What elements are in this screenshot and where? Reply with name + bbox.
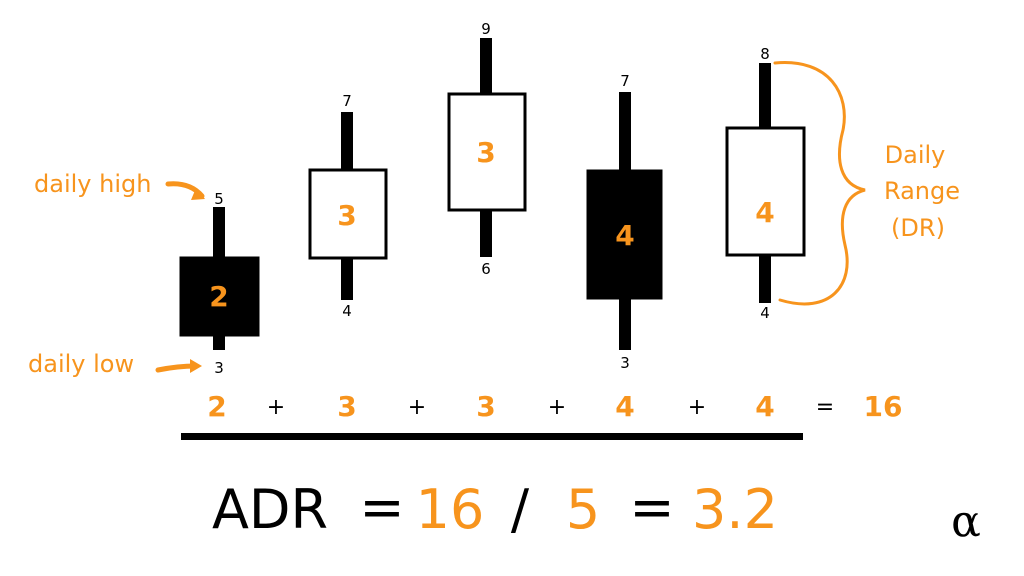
formula-result: 3.2 — [692, 478, 778, 541]
candle-4: 7 3 4 — [586, 72, 663, 372]
range-label: 4 — [615, 219, 634, 252]
candle-3: 9 6 3 — [447, 20, 527, 278]
range-label: 3 — [337, 199, 356, 232]
range-brace-icon — [773, 61, 866, 306]
sum-term: 2 — [207, 390, 226, 423]
range-annotation-line3: (DR) — [891, 214, 945, 242]
range-label: 3 — [476, 136, 495, 169]
plus-sign: + — [267, 395, 285, 420]
low-label: 3 — [214, 359, 224, 377]
candle-5: 8 4 4 — [725, 45, 806, 322]
low-label: 4 — [760, 304, 770, 322]
low-label: 6 — [481, 260, 491, 278]
daily-high-annotation: daily high — [34, 170, 151, 198]
formula-denominator: 5 — [566, 478, 600, 541]
candle-2: 7 4 3 — [308, 92, 388, 320]
candle-body — [179, 256, 260, 337]
formula-label: ADR — [212, 478, 328, 541]
low-label: 4 — [342, 302, 352, 320]
daily-low-annotation: daily low — [28, 350, 134, 378]
range-label: 2 — [209, 280, 228, 313]
equals-sign: = — [629, 476, 674, 539]
high-label: 8 — [760, 45, 770, 63]
candle-body — [586, 169, 663, 300]
low-label: 3 — [620, 354, 630, 372]
sum-term: 3 — [476, 390, 495, 423]
range-annotation-line2: Range — [884, 177, 960, 205]
sum-total: 16 — [864, 390, 903, 423]
candle-body — [308, 168, 388, 260]
high-label: 5 — [214, 190, 224, 208]
plus-sign: + — [408, 395, 426, 420]
adr-formula: ADR = 16 / 5 = 3.2 — [212, 476, 778, 541]
equals-sign: = — [816, 395, 834, 420]
arrowhead-icon — [191, 188, 205, 200]
plus-sign: + — [548, 395, 566, 420]
high-label: 9 — [481, 20, 491, 38]
sum-term: 3 — [337, 390, 356, 423]
equals-sign: = — [359, 476, 404, 539]
sum-term: 4 — [755, 390, 774, 423]
high-label: 7 — [620, 72, 630, 90]
sum-row: 2 + 3 + 3 + 4 + 4 = 16 — [207, 390, 902, 423]
divide-sign: / — [511, 478, 530, 541]
formula-numerator: 16 — [416, 478, 485, 541]
range-label: 4 — [755, 196, 774, 229]
high-label: 7 — [342, 92, 352, 110]
divider-line — [181, 433, 803, 440]
candle-body — [447, 92, 527, 212]
plus-sign: + — [688, 395, 706, 420]
candle-body — [725, 126, 806, 257]
alpha-logo: α — [951, 496, 981, 547]
arrowhead-icon — [190, 359, 202, 373]
sum-term: 4 — [615, 390, 634, 423]
candle-1: 5 3 2 — [179, 190, 260, 377]
range-annotation-line1: Daily — [885, 141, 946, 169]
